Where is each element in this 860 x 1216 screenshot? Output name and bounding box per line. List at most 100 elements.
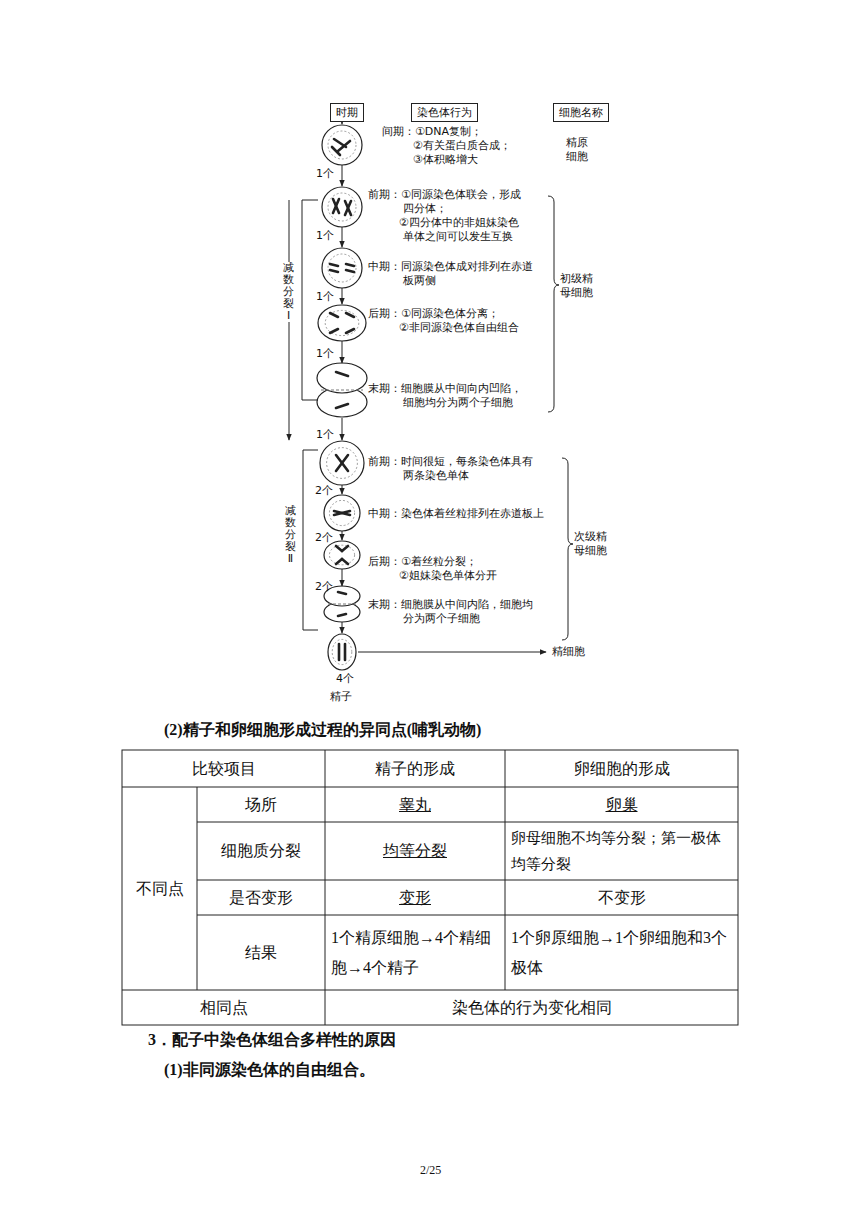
chromosome [332, 147, 340, 155]
label-box: (2)精子和卵细胞形成过程的异同点(哺乳动物) [164, 720, 481, 740]
table-rule [197, 880, 738, 881]
label-box: 1个 [316, 167, 334, 181]
label-box: 前期：时间很短，每条染色体具有两条染色单体 [368, 455, 538, 483]
label-box: 次级精母细胞 [574, 530, 608, 558]
text-line: 后期：①着丝粒分裂； [368, 555, 538, 569]
text-label: 精子 [330, 690, 352, 703]
nucleus-or-spindle [329, 500, 354, 525]
text-label: 精原细胞 [566, 136, 588, 163]
text-label: 4个 [336, 672, 354, 685]
chromosome [334, 511, 350, 515]
table-cell: 均等分裂 [325, 822, 505, 880]
text-label: 1个 [316, 229, 334, 242]
text-label: 2个 [315, 531, 333, 544]
table-cell: 变形 [325, 880, 505, 915]
table-cell: 染色体的行为变化相同 [325, 990, 738, 1025]
nucleus-or-spindle [328, 254, 356, 282]
cell-text: 均等分裂 [383, 836, 447, 866]
text-line: 中期：同源染色体成对排列在赤道板两侧 [368, 260, 538, 288]
text-label: 精细胞 [552, 645, 585, 658]
table-rule [325, 750, 326, 1025]
chromosome [346, 313, 354, 317]
stage-text: 末期：细胞膜从中间向内凹陷，细胞均分为两个子细胞 [368, 382, 528, 410]
chromosome [336, 372, 348, 376]
table-cell: 卵巢 [505, 787, 738, 822]
text-label: 1个 [316, 290, 334, 303]
chromosome [344, 644, 347, 660]
flow-arrow [342, 418, 343, 440]
bracket [302, 200, 318, 400]
cell-text: 相同点 [200, 993, 248, 1023]
label-box: 1个 [316, 347, 334, 361]
header-text: 时期 [336, 106, 358, 119]
cell-outline [322, 248, 362, 288]
text-label: 1个 [316, 428, 334, 441]
cell-outline [322, 125, 362, 165]
table-cell: 1个精原细胞→4个精细胞→4个精子 [325, 915, 505, 990]
chromosome [346, 329, 354, 333]
nucleus-or-spindle [328, 131, 356, 159]
chromosome [330, 270, 338, 272]
cell-text: 精子的形成 [375, 754, 455, 784]
label-box: 精细胞 [552, 645, 585, 659]
header-text: 染色体行为 [417, 106, 472, 119]
cell-text: 1个卵原细胞→1个卵细胞和3个极体 [511, 923, 732, 983]
label-box: 精原细胞 [566, 136, 589, 164]
stage-text: 前期：时间很短，每条染色体具有两条染色单体 [368, 455, 538, 483]
cell-drawing [318, 305, 366, 341]
stage-text: 间期：①DNA复制； ②有关蛋白质合成； ③体积略增大 [382, 125, 542, 167]
text-label: 2个 [315, 580, 333, 593]
text-line: 中期：染色体着丝粒排列在赤道板上 [368, 507, 553, 521]
chromosome [342, 559, 348, 564]
chromosome [334, 511, 350, 515]
text-line: ②姐妹染色单体分开 [368, 569, 538, 583]
cell-drawing [324, 541, 360, 569]
label-box: 2/25 [420, 1160, 441, 1180]
table-cell: 卵细胞的形成 [505, 750, 738, 787]
cell-drawing [324, 495, 360, 531]
flow-arrow [342, 227, 343, 247]
cell-text: 是否变形 [229, 883, 293, 913]
table-border [122, 750, 738, 1025]
cell-outline [320, 441, 364, 485]
flow-arrow [358, 652, 546, 653]
table-cell: 卵母细胞不均等分裂；第一极体均等分裂 [505, 822, 738, 880]
chromosome [342, 546, 348, 551]
chromosome [346, 264, 354, 266]
cell-text: 变形 [399, 883, 431, 913]
header-box: 染色体行为 [411, 103, 478, 122]
label-box: 1个 [316, 290, 334, 304]
table-cell: 1个卵原细胞→1个卵细胞和3个极体 [505, 915, 738, 990]
label-box: 初级精母细胞 [560, 272, 594, 300]
table-rule [197, 787, 198, 990]
cell-drawing [322, 125, 362, 165]
table-rule [122, 990, 738, 991]
cell-drawing [328, 634, 356, 670]
text-line: 末期：细胞膜从中间内陷，细胞均分为两个子细胞 [368, 598, 538, 626]
label-box: 末期：细胞膜从中间内陷，细胞均分为两个子细胞 [368, 598, 538, 626]
heading-text: 3．配子中染色体组合多样性的原因 [148, 1031, 396, 1048]
text-line: ②非同源染色体自由组合 [368, 321, 538, 335]
chromosome [336, 455, 348, 471]
text-line: ②四分体中的非姐妹染色单体之间可以发生互换 [368, 216, 528, 244]
nucleus-or-spindle [329, 545, 354, 565]
label-box: 中期：同源染色体成对排列在赤道板两侧 [368, 260, 538, 288]
table-cell: 相同点 [122, 990, 325, 1025]
vertical-label: 减数分裂Ⅰ [283, 261, 294, 322]
stage-text: 中期：同源染色体成对排列在赤道板两侧 [368, 260, 538, 288]
cell-drawing [320, 441, 364, 485]
cell-text: 卵细胞的形成 [574, 754, 670, 784]
vertical-label: 减数分裂Ⅱ [285, 504, 296, 565]
cell-text: 不变形 [598, 883, 646, 913]
label-box: 精子 [330, 690, 352, 704]
nucleus-or-spindle [332, 639, 352, 664]
stage-text: 前期：①同源染色体联会，形成四分体； ②四分体中的非姐妹染色单体之间可以发生互换 [368, 188, 528, 244]
table-cell: 不同点 [122, 787, 197, 990]
flow-arrow [342, 622, 343, 633]
text-line: ③体积略增大 [382, 153, 542, 167]
cell-outline [324, 541, 360, 569]
cell-outline [318, 305, 366, 341]
cell-text: 染色体的行为变化相同 [452, 993, 612, 1023]
label-box: 中期：染色体着丝粒排列在赤道板上 [368, 507, 553, 521]
